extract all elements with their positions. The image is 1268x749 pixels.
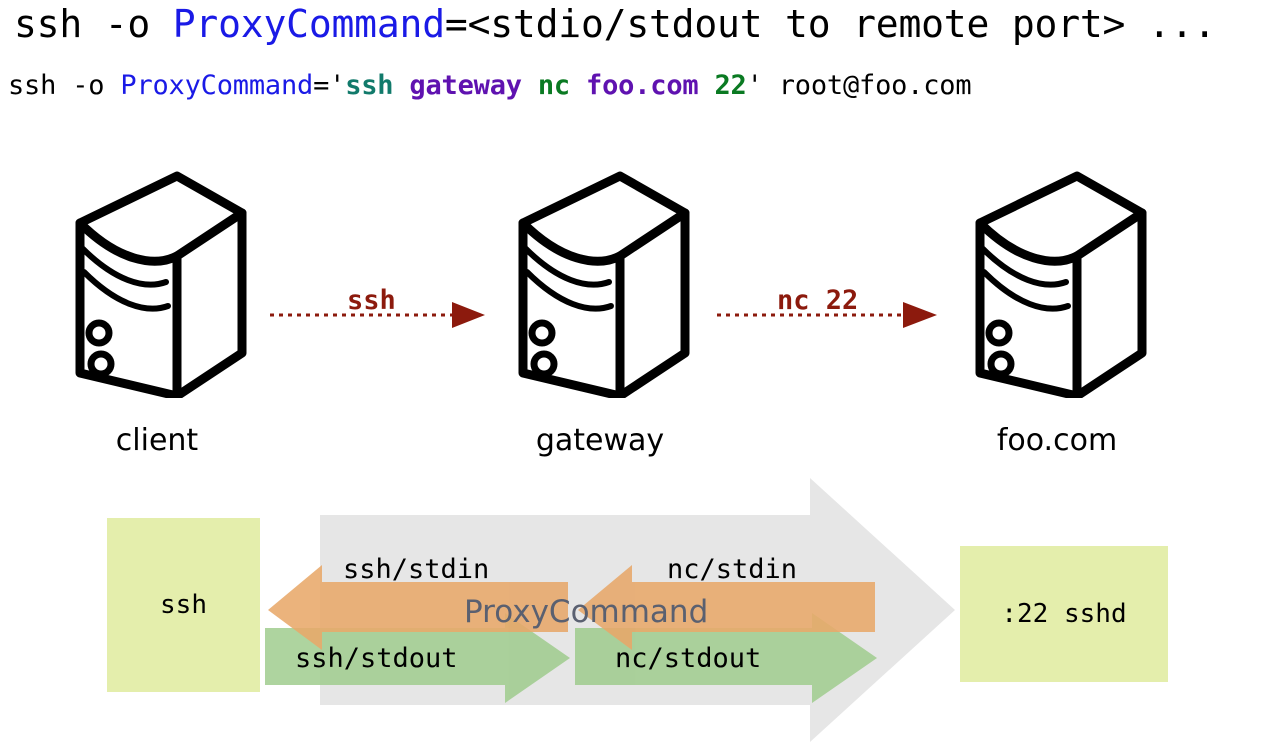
command-line-primary-token-1: ProxyCommand	[172, 2, 445, 46]
stdout-label-ssh: ssh/stdout	[295, 643, 458, 674]
command-line-example-token-1: ProxyCommand	[120, 70, 314, 101]
connection-arrow-ssh	[270, 300, 485, 340]
stdin-arrow-nc	[578, 565, 875, 650]
stdout-label-nc: nc/stdout	[615, 643, 762, 674]
command-line-example-token-5: nc	[537, 70, 587, 101]
endpoint-box-ssh: ssh	[107, 518, 260, 692]
command-line-example-token-6: foo.com	[586, 70, 715, 101]
endpoint-box-ssh-label: ssh	[160, 590, 207, 620]
host-label-foo-com: foo.com	[996, 423, 1118, 458]
endpoint-box-sshd-label: :22 sshd	[1001, 599, 1127, 629]
command-line-example-token-8: ' root@foo.com	[746, 70, 972, 101]
command-line-example-token-3: ssh	[345, 70, 410, 101]
command-line-primary-token-0: ssh -o	[14, 2, 173, 46]
pipeline-diagram	[265, 478, 955, 742]
command-line-example-token-4: gateway	[409, 70, 538, 101]
proxycommand-band-label: ProxyCommand	[464, 594, 709, 630]
connection-arrow-nc-22	[717, 300, 937, 340]
command-line-example: ssh -o ProxyCommand='ssh gateway nc foo.…	[8, 70, 972, 102]
server-icon-gateway	[505, 168, 695, 398]
stdout-arrow-ssh	[265, 613, 570, 703]
stdin-arrow-ssh	[268, 565, 568, 650]
stdin-label-ssh: ssh/stdin	[343, 554, 490, 585]
endpoint-box-sshd: :22 sshd	[960, 546, 1168, 682]
connection-label-nc-22: nc 22	[777, 285, 859, 316]
server-icon-foo-com	[962, 168, 1152, 398]
command-line-primary: ssh -o ProxyCommand=<stdio/stdout to rem…	[14, 2, 1216, 46]
host-label-client: client	[115, 423, 199, 458]
stdout-arrow-nc	[575, 613, 877, 703]
command-line-example-token-7: 22	[714, 70, 747, 101]
server-icon-client	[62, 168, 252, 398]
connection-label-ssh: ssh	[347, 285, 396, 316]
host-label-gateway: gateway	[535, 423, 665, 458]
command-line-primary-token-2: =<stdio/stdout to remote port> ...	[444, 2, 1216, 46]
command-line-example-token-0: ssh -o	[8, 70, 121, 101]
command-line-example-token-2: ='	[313, 70, 346, 101]
stdin-label-nc: nc/stdin	[667, 554, 798, 585]
